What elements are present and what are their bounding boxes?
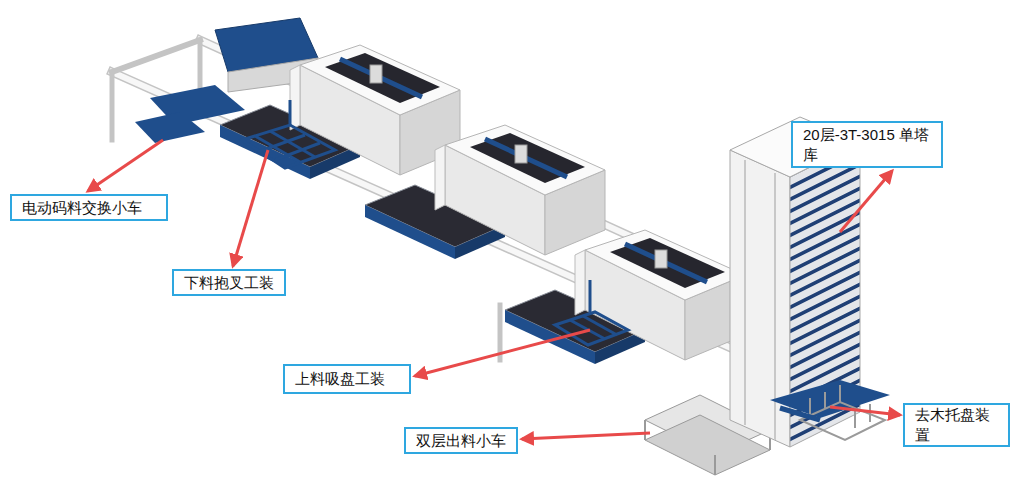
callout-box: 双层出料小车	[404, 427, 518, 454]
overhead-gantry	[112, 40, 770, 420]
callout-label: 双层出料小车	[416, 431, 506, 451]
callout-label: 电动码料交换小车	[22, 198, 142, 218]
unloading-fork-tool	[242, 100, 335, 168]
callout-box: 电动码料交换小车	[10, 194, 168, 221]
callout-label: 下料抱叉工装	[184, 273, 274, 293]
callout-label: 20层-3T-3015 单塔库	[803, 125, 931, 165]
callout-label: 上料吸盘工装	[295, 369, 385, 389]
callout-label: 去木托盘装置	[915, 405, 998, 445]
callout-box: 去木托盘装置	[903, 403, 1010, 447]
callout-box: 下料抱叉工装	[172, 269, 286, 296]
leader-arrows	[88, 140, 900, 439]
callout-box: 上料吸盘工装	[283, 364, 411, 394]
laser-cutter	[365, 125, 605, 259]
callout-box: 20层-3T-3015 单塔库	[791, 121, 943, 168]
laser-cutter	[220, 45, 460, 179]
